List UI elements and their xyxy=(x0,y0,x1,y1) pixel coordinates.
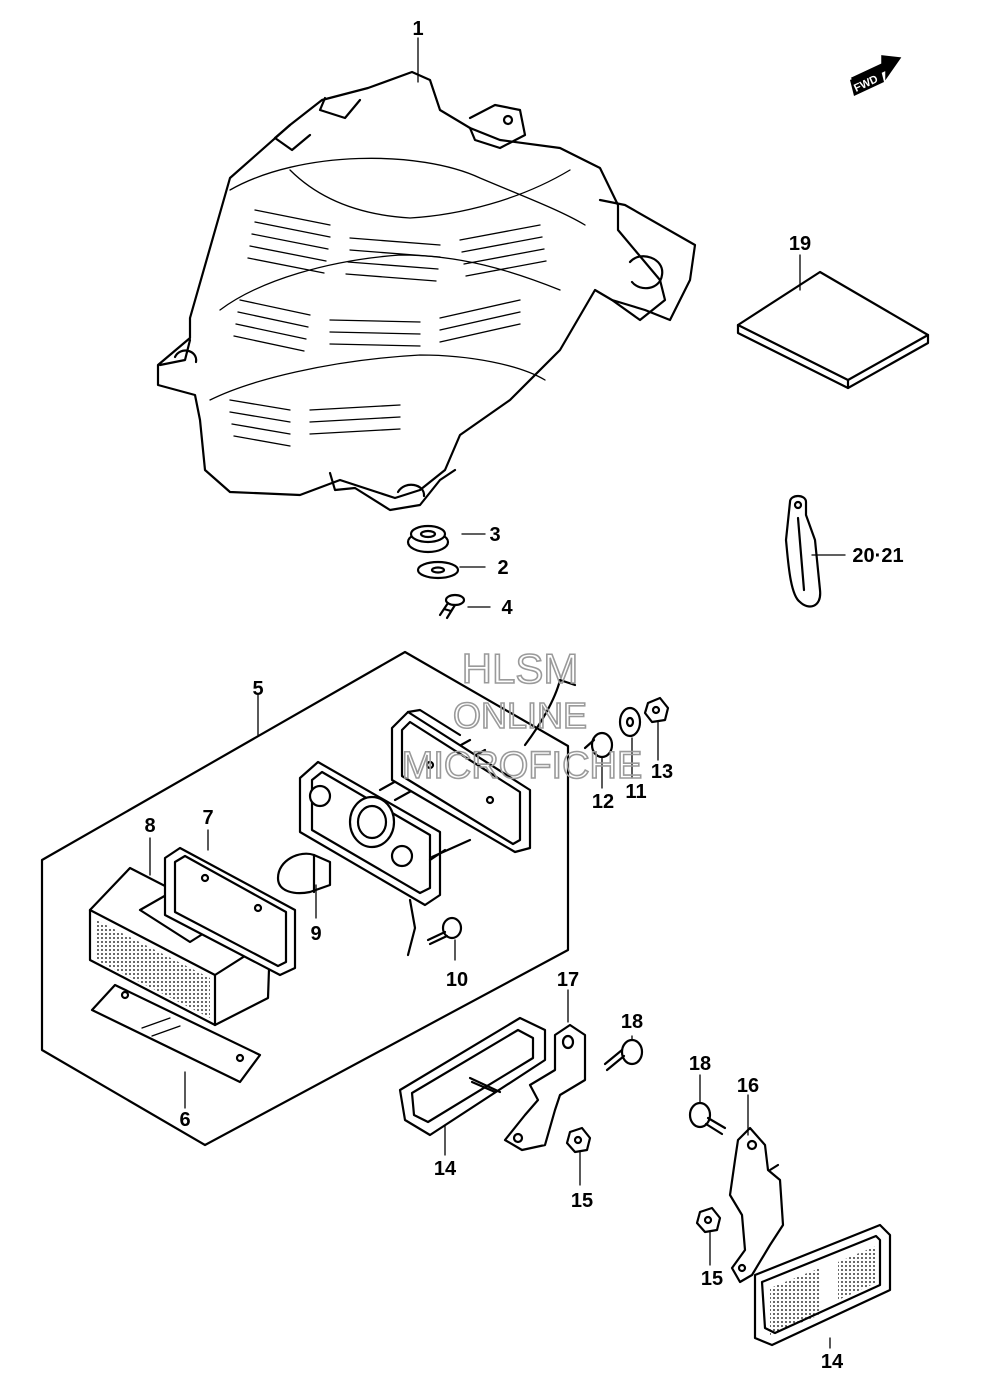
forward-direction-arrow-icon: FWD xyxy=(850,55,902,96)
callout-5: 5 xyxy=(252,678,263,700)
tail-lamp-housing xyxy=(156,70,697,512)
callout-9: 9 xyxy=(310,923,321,945)
lamp-bulb xyxy=(276,852,332,895)
watermark-line-2: ONLINE xyxy=(453,695,587,736)
callout-15-right: 15 xyxy=(701,1268,723,1290)
grommet xyxy=(406,524,450,554)
callout-12: 12 xyxy=(592,791,614,813)
collar xyxy=(583,731,614,759)
callout-15-left: 15 xyxy=(571,1190,593,1212)
callout-17: 17 xyxy=(557,969,579,991)
callout-labels: 1 19 3 2 4 20·21 5 8 7 9 10 6 12 11 13 1… xyxy=(144,18,903,1373)
lamp-lens xyxy=(88,866,272,1027)
callout-3: 3 xyxy=(489,524,500,546)
flange-nut-left xyxy=(565,1126,592,1154)
callout-4: 4 xyxy=(501,597,513,619)
reflector-bracket-right xyxy=(728,1126,785,1284)
lamp-back-bracket xyxy=(390,678,577,862)
housing-lens-ribs xyxy=(229,209,547,447)
lamp-washer xyxy=(618,706,642,738)
rear-reflector-right xyxy=(753,1223,892,1347)
lens-plate xyxy=(90,983,262,1084)
leader-lines xyxy=(149,37,846,1349)
callout-7: 7 xyxy=(202,807,213,829)
lamp-screw xyxy=(406,898,463,957)
callout-10: 10 xyxy=(446,969,468,991)
callout-6: 6 xyxy=(179,1109,190,1131)
watermark: HLSM ONLINE MICROFICHE xyxy=(401,644,643,788)
wire-clamp xyxy=(784,494,822,608)
callout-1: 1 xyxy=(412,18,423,40)
license-lamp-assembly-outline xyxy=(40,650,570,1147)
callout-18-left: 18 xyxy=(621,1011,643,1033)
callout-18-right: 18 xyxy=(689,1053,711,1075)
flange-bolt xyxy=(603,1038,644,1072)
watermark-line-1: HLSM xyxy=(462,645,579,692)
watermark-line-3: MICROFICHE xyxy=(402,745,643,787)
rear-reflector-left xyxy=(398,1016,547,1137)
lamp-nut xyxy=(643,696,670,724)
flange-nut-right xyxy=(695,1206,722,1234)
cushion-pad xyxy=(736,270,930,390)
screw xyxy=(438,593,466,620)
callout-8: 8 xyxy=(144,815,155,837)
callout-19: 19 xyxy=(789,233,811,255)
callout-14-left: 14 xyxy=(434,1158,457,1180)
reflector-bracket-left xyxy=(468,1023,587,1152)
callout-16: 16 xyxy=(737,1075,759,1097)
flange-bolt-right xyxy=(688,1101,727,1136)
callout-20-21: 20·21 xyxy=(852,545,903,567)
callout-13: 13 xyxy=(651,761,673,783)
callout-2: 2 xyxy=(497,557,508,579)
lamp-gasket xyxy=(163,846,297,977)
callout-11: 11 xyxy=(625,781,646,803)
washer xyxy=(416,560,460,580)
callout-14-right: 14 xyxy=(821,1351,844,1373)
